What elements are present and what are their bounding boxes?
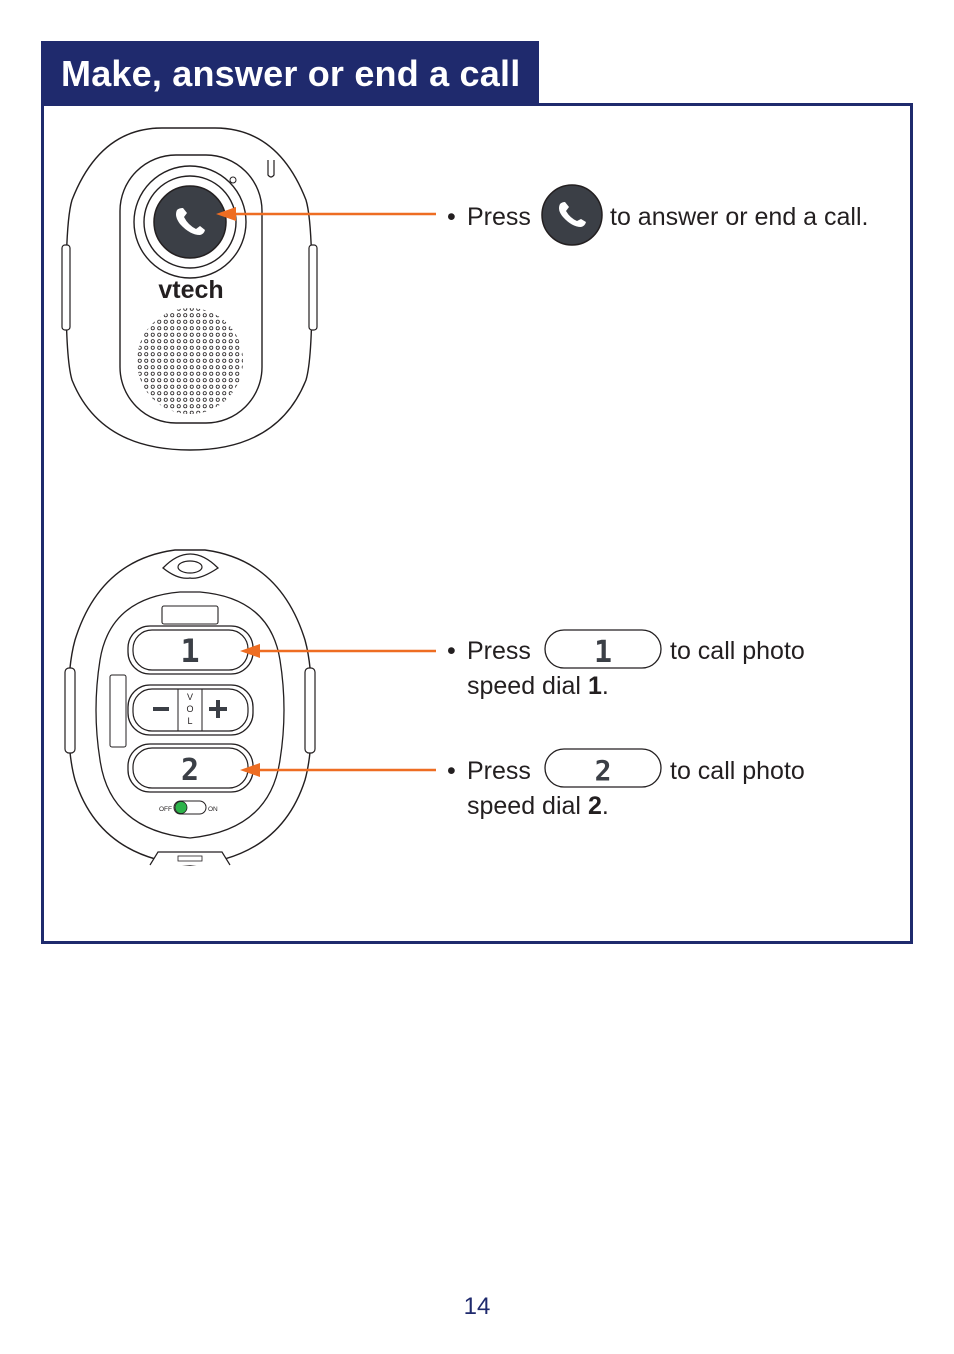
vtech-logo: vtech bbox=[158, 276, 223, 304]
instruction-3-number: 2 bbox=[587, 792, 602, 820]
instruction-2-text: to call photo bbox=[670, 637, 805, 665]
instruction-3-speed-dial-text: speed dial bbox=[467, 792, 588, 820]
bottom-device-illustration: 1 V O L 2 OFF ON bbox=[64, 549, 316, 866]
instruction-1-bullet: • bbox=[447, 203, 456, 231]
key-speed-dial-1-glyph: 1 bbox=[180, 632, 199, 670]
phone-icon bbox=[176, 208, 205, 235]
power-switch: OFF ON bbox=[159, 800, 218, 815]
instruction-3-period: . bbox=[601, 792, 609, 820]
volume-plus-icon bbox=[209, 700, 227, 718]
section-title: Make, answer or end a call bbox=[61, 53, 521, 94]
content-frame bbox=[41, 103, 913, 944]
inline-speed-dial-1-glyph: 1 bbox=[594, 635, 612, 670]
phone-icon bbox=[559, 202, 586, 227]
instruction-3-bullet: • bbox=[447, 757, 456, 785]
arrow-to-speed-dial-2 bbox=[240, 763, 260, 777]
pointer-arrows bbox=[216, 207, 436, 777]
key-speed-dial-2-glyph: 2 bbox=[181, 753, 199, 788]
vol-letter-o: O bbox=[186, 704, 193, 714]
speaker-grille bbox=[137, 308, 243, 414]
switch-off-label: OFF bbox=[159, 806, 172, 813]
volume-minus-icon bbox=[153, 707, 169, 711]
switch-on-label: ON bbox=[208, 806, 218, 813]
arrow-to-call-button bbox=[216, 207, 236, 221]
instruction-2-speed-dial-text: speed dial bbox=[467, 672, 588, 700]
instruction-3-text: to call photo bbox=[670, 757, 805, 785]
section-title-tab: Make, answer or end a call bbox=[41, 41, 539, 105]
inline-speed-dial-1-button: 1 bbox=[544, 629, 662, 670]
inline-speed-dial-2-glyph: 2 bbox=[595, 754, 612, 787]
instruction-1-press: Press bbox=[467, 203, 531, 231]
page-number: 14 bbox=[463, 1293, 491, 1320]
instruction-2-bullet: • bbox=[447, 637, 456, 665]
instruction-2-period: . bbox=[601, 672, 609, 700]
instruction-2-line2: speed dial 1. bbox=[467, 671, 609, 701]
inline-speed-dial-2-button: 2 bbox=[544, 748, 662, 788]
instruction-3-line2: speed dial 2. bbox=[467, 791, 609, 821]
arrow-to-speed-dial-1 bbox=[240, 644, 260, 658]
top-device-illustration: vtech bbox=[61, 127, 318, 451]
instruction-2-number: 1 bbox=[587, 672, 602, 700]
inline-call-button bbox=[541, 184, 603, 246]
instruction-2-press: Press bbox=[467, 637, 531, 665]
vol-letter-l: L bbox=[187, 716, 192, 726]
instruction-3-press: Press bbox=[467, 757, 531, 785]
instruction-1-text: to answer or end a call. bbox=[610, 203, 869, 231]
vol-letter-v: V bbox=[187, 692, 193, 702]
